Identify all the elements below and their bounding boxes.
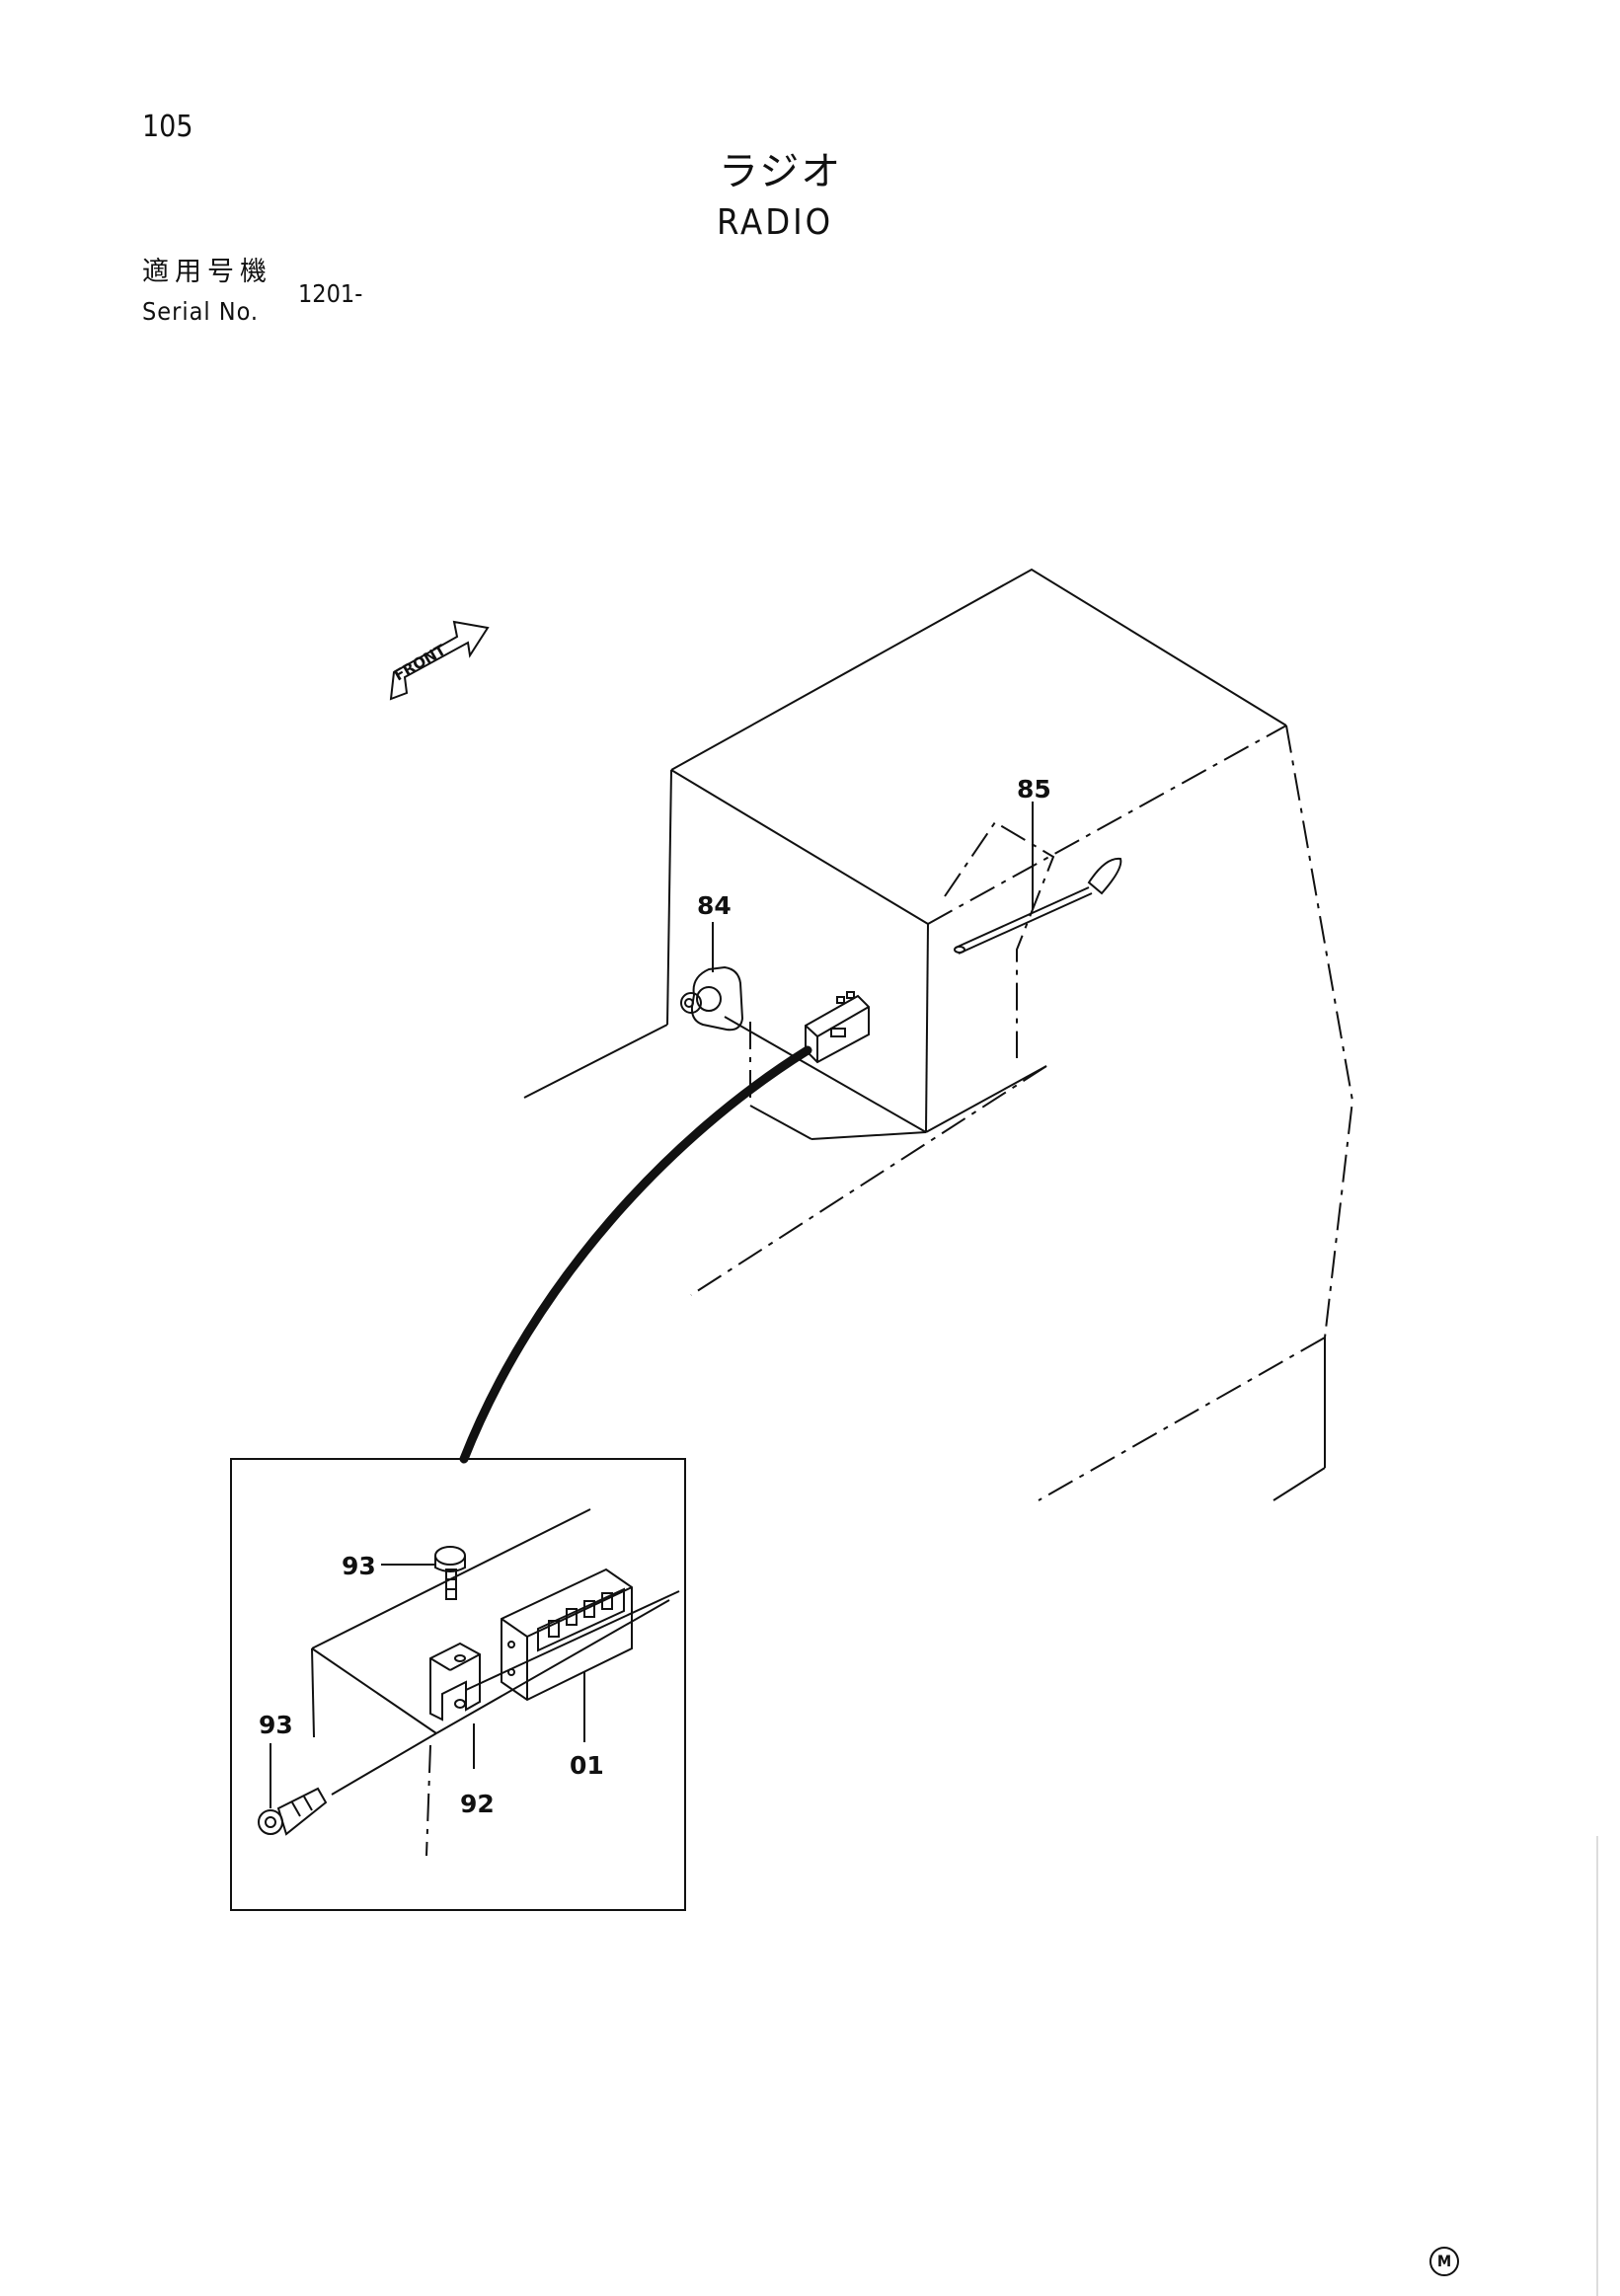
callout-93-bottom: 93	[259, 1711, 293, 1739]
serial-label-english: Serial No.	[142, 297, 260, 326]
page-title-english: RADIO	[717, 202, 834, 243]
page-number: 105	[142, 110, 193, 144]
part-85-antenna	[954, 802, 1122, 955]
part-92-bracket	[429, 1642, 481, 1769]
callout-84: 84	[697, 891, 732, 920]
radio-unit-in-cab	[805, 991, 870, 1064]
part-93-screw-bottom	[258, 1743, 328, 1836]
callout-85: 85	[1017, 775, 1051, 804]
front-label: FRONT	[391, 641, 449, 685]
wire-harness	[459, 1045, 812, 1464]
callout-92: 92	[460, 1790, 495, 1818]
part-93-screw-top	[381, 1546, 466, 1600]
part-01-radio	[501, 1568, 633, 1742]
callout-93-top: 93	[342, 1552, 376, 1580]
cab-outline	[523, 568, 1354, 1501]
page-title-japanese: ラジオ	[719, 149, 843, 194]
serial-number-value: 1201-	[298, 279, 363, 308]
part-84-speaker	[680, 922, 744, 1032]
detail-inset: 93 93 92 01	[230, 1458, 686, 1911]
serial-label-japanese: 適用号機	[142, 257, 272, 287]
maker-mark-icon: M	[1429, 2247, 1459, 2276]
front-arrow-icon: FRONT	[389, 620, 490, 701]
callout-01: 01	[570, 1751, 604, 1780]
